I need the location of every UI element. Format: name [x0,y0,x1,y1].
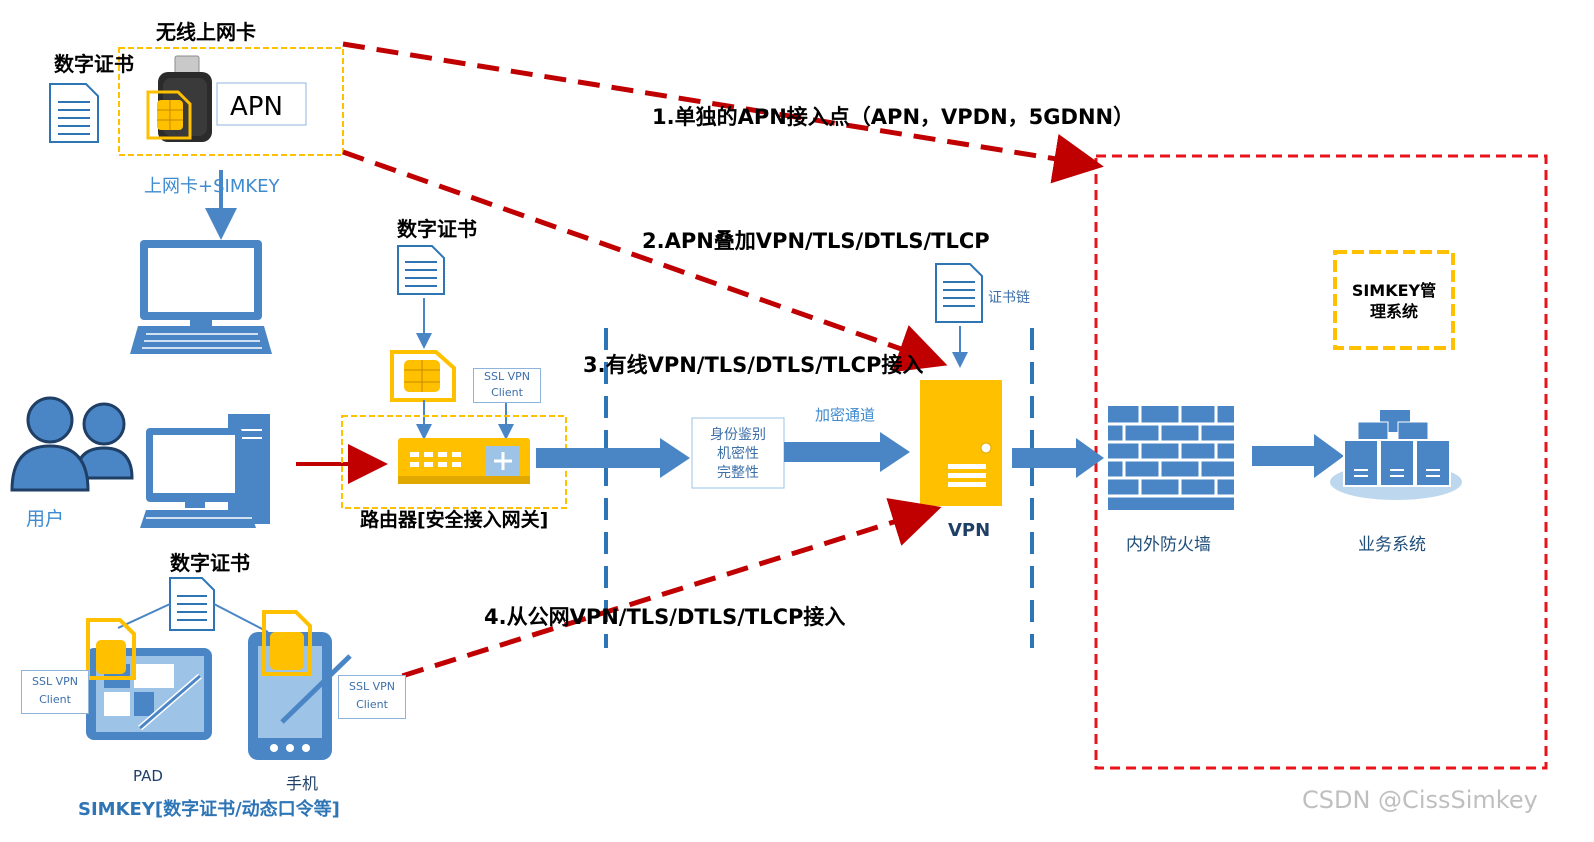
cert-chain-label: 证书链 [988,290,1030,306]
simkey-mgmt-line1: SIMKEY管 [1351,281,1437,300]
cert-mobile-label: 数字证书 [170,551,250,575]
pad-label: PAD [133,767,163,785]
cert-top-label: 数字证书 [54,52,134,76]
simkey-mgmt-box [1333,250,1455,350]
laptop-icon [130,240,272,354]
wireless-card-frame [118,47,344,156]
firewall-to-business-arrow [1252,434,1344,478]
phone-label: 手机 [286,774,319,793]
cert-router-label: 数字证书 [397,217,477,241]
simkey-mgmt-line2: 理系统 [1369,302,1418,321]
ssl-phone-line1: SSL VPN [349,680,395,693]
business-label: 业务系统 [1358,535,1426,555]
router-sim-icon [390,350,456,402]
router-device-icon [398,438,530,484]
ssl-pad-line2: Client [39,693,71,706]
path1-line [342,41,1104,184]
path2-label: 2.APN叠加VPN/TLS/DTLS/TLCP [642,229,990,253]
pad-sim-icon [86,618,136,680]
business-servers-icon [1330,410,1462,500]
firewall-icon [1108,406,1234,510]
apn-box [216,82,307,126]
auth-box [691,417,785,489]
card-simkey-label: 上网卡+SIMKEY [144,176,280,197]
document-icon-cert-chain [935,263,983,323]
simkey-bottom-label: SIMKEY[数字证书/动态口令等] [78,799,340,820]
ssl-pad-box: SSL VPN Client [21,670,89,714]
simkey-mgmt-text: SIMKEY管 理系统 [1335,280,1453,322]
vpn-to-firewall-arrow [1012,438,1104,478]
vpn-server-icon [920,380,1002,506]
auth-text: 身份鉴别 机密性 完整性 [692,426,784,483]
phone-sim-icon [262,610,312,676]
desktop-pc-icon [140,414,270,528]
document-icon-router [397,245,445,295]
path1-label: 1.单独的APN接入点（APN，VPDN，5GDNN） [652,105,1135,129]
encrypted-channel-label: 加密通道 [815,406,876,424]
watermark: CSDN @CissSimkey [1302,786,1538,814]
ssl-router-line1: SSL VPN [484,370,530,383]
firewall-label: 内外防火墙 [1126,535,1211,555]
path3-label: 3.有线VPN/TLS/DTLS/TLCP接入 [583,353,924,377]
encrypted-channel-arrow [784,432,910,472]
path4-label: 4.从公网VPN/TLS/DTLS/TLCP接入 [484,605,846,629]
auth-line3: 完整性 [717,465,759,481]
path2-line [342,149,948,373]
ssl-router-box: SSL VPN Client [473,368,541,403]
vpn-label: VPN [948,520,991,541]
sim-chip-icon [146,90,192,140]
users-icon [10,396,134,492]
auth-line1: 身份鉴别 [710,427,766,443]
apn-label: APN [230,92,283,122]
wireless-card-label: 无线上网卡 [156,20,256,44]
router-label: 路由器[安全接入网关] [360,509,549,531]
cert-to-phone-line [213,603,269,633]
auth-line2: 机密性 [717,446,759,462]
ssl-phone-line2: Client [356,698,388,711]
path4-line [369,498,942,689]
document-icon-mobile [169,577,215,631]
ssl-pad-line1: SSL VPN [32,675,78,688]
document-icon-top [49,83,99,143]
ssl-phone-box: SSL VPN Client [338,675,406,719]
router-to-auth-arrow [536,438,690,478]
user-label: 用户 [26,508,65,530]
ssl-router-line2: Client [491,386,523,399]
